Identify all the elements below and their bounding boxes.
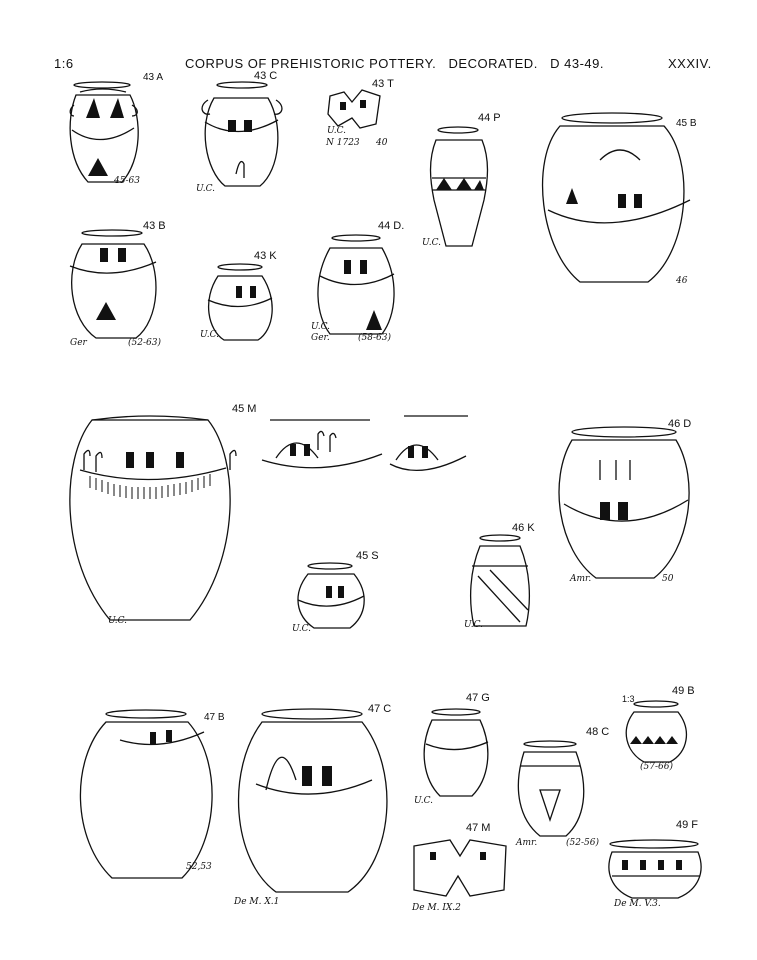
label-47g: 47 G xyxy=(466,692,490,704)
label-44p: 44 P xyxy=(478,112,501,124)
pot-47b-drawing xyxy=(79,709,213,879)
label-45b: 45 B xyxy=(676,118,697,129)
note-43b-ger: Ger xyxy=(70,338,87,348)
note-47m-ref: De M. IX.2 xyxy=(412,903,461,913)
pot-45m-detail-1 xyxy=(261,419,383,469)
note-47g-source: U.C. xyxy=(414,796,434,806)
pot-43a-drawing xyxy=(69,81,139,183)
note-43b-range: (52-63) xyxy=(128,338,161,348)
note-43t-40: 40 xyxy=(376,138,388,148)
pot-47g-drawing xyxy=(423,708,489,797)
label-43k: 43 K xyxy=(254,250,277,262)
pot-47m-drawing xyxy=(413,839,507,897)
note-44p-source: U.C. xyxy=(422,238,442,248)
label-45s: 45 S xyxy=(356,550,379,562)
pot-46k-drawing xyxy=(469,534,531,627)
note-44d-range: (58-63) xyxy=(358,333,391,343)
label-49b: 49 B xyxy=(672,685,695,697)
pot-47c-drawing xyxy=(237,708,388,893)
label-43b: 43 B xyxy=(143,220,166,232)
note-45s-source: U.C. xyxy=(292,624,312,634)
label-46k: 46 K xyxy=(512,522,535,534)
pot-46d-drawing xyxy=(558,426,690,579)
note-43c-source: U.C. xyxy=(196,184,216,194)
label-43a: 43 A xyxy=(143,72,164,83)
label-43c: 43 C xyxy=(254,70,278,82)
label-47m: 47 M xyxy=(466,822,491,834)
note-48c-amr: Amr. xyxy=(516,838,538,848)
label-47b: 47 B xyxy=(204,712,225,723)
pot-44d-drawing xyxy=(317,234,395,335)
note-43a-range: 45-63 xyxy=(114,176,140,186)
pot-49f-drawing xyxy=(608,839,702,899)
label-45m: 45 M xyxy=(232,403,257,415)
note-49b-scale: 1:3 xyxy=(622,694,635,704)
note-43k-source: U.C. xyxy=(200,330,220,340)
note-46d-50: 50 xyxy=(662,574,674,584)
pot-48c-drawing xyxy=(517,740,585,837)
plate-scale: 1:6 xyxy=(54,56,74,71)
note-49f-ref: De M. V.3. xyxy=(614,899,661,909)
pot-45b-drawing xyxy=(542,112,691,283)
pot-45s-drawing xyxy=(297,562,365,629)
note-45b-46: 46 xyxy=(676,276,688,286)
note-46k-source: U.C. xyxy=(464,620,484,630)
note-43t-number: N 1723 xyxy=(326,138,360,148)
note-44d-ger: Ger. xyxy=(311,333,330,343)
pot-43b-drawing xyxy=(69,229,157,339)
label-47c: 47 C xyxy=(368,703,392,715)
note-44d-source: U.C. xyxy=(311,322,331,332)
note-46d-amr: Amr. xyxy=(570,574,592,584)
plate-title: CORPUS OF PREHISTORIC POTTERY. DECORATED… xyxy=(185,56,605,71)
note-47b-range: 52,53 xyxy=(186,862,212,872)
pot-43t-drawing xyxy=(327,89,381,129)
pot-43k-drawing xyxy=(207,263,273,341)
note-48c-range: (52-56) xyxy=(566,838,599,848)
label-43t: 43 T xyxy=(372,78,394,90)
pot-49b-drawing xyxy=(625,700,688,763)
label-44d: 44 D. xyxy=(378,220,405,232)
note-49b-range: (57-66) xyxy=(640,762,673,772)
note-45m-source: U.C. xyxy=(108,616,128,626)
label-48c: 48 C xyxy=(586,726,610,738)
plate-number: XXXIV. xyxy=(668,56,712,71)
note-43t-source: U.C. xyxy=(327,126,347,136)
note-47c-ref: De M. X.1 xyxy=(234,897,280,907)
label-49f: 49 F xyxy=(676,819,699,831)
pot-43c-drawing xyxy=(201,81,283,187)
pot-45m-drawing xyxy=(69,415,237,621)
pot-45m-detail-2 xyxy=(389,415,468,472)
pot-44p-drawing xyxy=(429,126,489,247)
label-46d: 46 D xyxy=(668,418,692,430)
